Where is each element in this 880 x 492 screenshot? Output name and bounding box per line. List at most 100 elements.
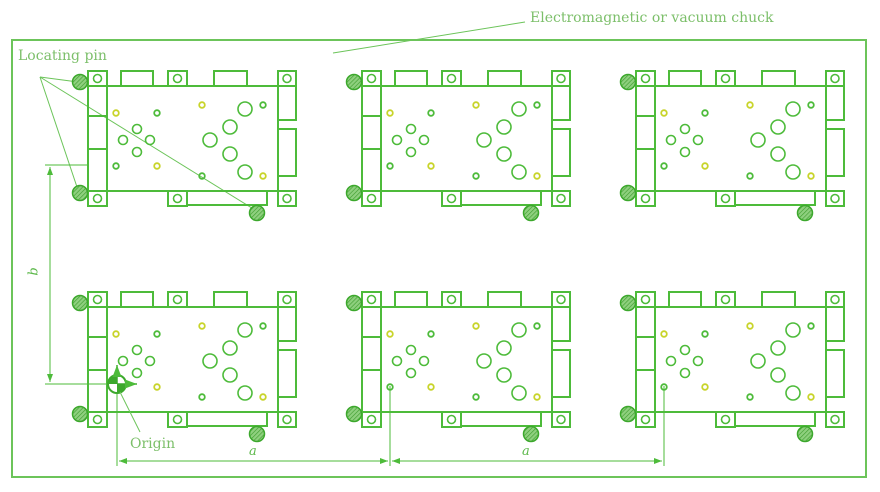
locating-pin-icon <box>345 73 363 91</box>
fixture-outline <box>394 70 428 87</box>
fixture-outline <box>825 128 845 177</box>
clamp-hole <box>446 414 457 425</box>
large-hole <box>496 119 512 135</box>
clamp-hole <box>830 193 840 204</box>
medium-hole <box>665 355 677 367</box>
fixture-outline <box>361 306 382 413</box>
large-hole <box>770 367 786 383</box>
large-hole <box>222 340 238 356</box>
dimension-b-label: b <box>26 267 42 276</box>
fixture-outline <box>277 291 297 308</box>
large-hole <box>496 146 512 162</box>
medium-hole <box>679 123 691 135</box>
large-hole <box>770 146 786 162</box>
locating-pin-icon <box>71 294 89 312</box>
fixture-outline <box>668 70 702 87</box>
large-hole <box>511 322 527 338</box>
clamp-hole <box>172 294 183 305</box>
fixture-outline <box>277 85 297 121</box>
fixture-outline <box>635 411 656 428</box>
fixture-outline <box>361 70 382 87</box>
large-hole <box>222 367 238 383</box>
locating-pin-icon <box>71 405 89 423</box>
small-hole <box>112 330 120 338</box>
small-hole <box>660 109 668 117</box>
small-hole <box>153 162 161 170</box>
fixture-outline <box>87 85 108 192</box>
small-hole <box>807 172 815 180</box>
fixture-outline <box>277 190 297 207</box>
small-hole <box>807 393 815 401</box>
fixture-outline <box>487 70 522 87</box>
fixture-outline <box>106 306 279 413</box>
clamp-hole <box>92 414 103 425</box>
fixture-outline <box>668 291 702 308</box>
fixture-outline <box>380 85 553 192</box>
medium-hole <box>131 146 143 158</box>
clamp-hole <box>640 193 651 204</box>
medium-hole <box>405 367 417 379</box>
chuck-border <box>11 39 867 478</box>
large-hole <box>476 132 492 148</box>
fixture-outline <box>551 291 571 308</box>
fixture-outline <box>361 85 382 192</box>
locating-pin-icon <box>248 425 266 443</box>
fixture-outline <box>87 190 108 207</box>
locating-pin-icon <box>345 294 363 312</box>
fixture-outline <box>654 85 827 192</box>
locating-pin-icon <box>796 204 814 222</box>
large-hole <box>202 353 218 369</box>
small-hole <box>153 383 161 391</box>
fixture-outline <box>213 291 248 308</box>
small-hole <box>198 101 206 109</box>
fixture-outline <box>635 70 656 87</box>
small-hole <box>259 101 267 109</box>
small-hole <box>386 109 394 117</box>
fixture-outline <box>361 190 382 207</box>
locating-pin-icon <box>522 204 540 222</box>
small-hole <box>701 109 709 117</box>
fixture-outline <box>734 411 816 427</box>
small-hole <box>746 393 754 401</box>
small-hole <box>472 393 480 401</box>
small-hole <box>533 393 541 401</box>
small-hole <box>533 172 541 180</box>
clamp-hole <box>446 73 457 84</box>
small-hole <box>198 172 206 180</box>
fixture-outline <box>487 291 522 308</box>
clamp-hole <box>282 294 292 305</box>
medium-hole <box>418 355 430 367</box>
fixture-outline <box>394 291 428 308</box>
locating-pin-icon <box>345 184 363 202</box>
fixture-outline <box>825 70 845 87</box>
locating-pin-label: Locating pin <box>18 48 107 64</box>
workpiece-fixture-2 <box>345 70 571 222</box>
small-hole <box>198 393 206 401</box>
fixture-outline <box>120 70 154 87</box>
fixture-outline <box>277 128 297 177</box>
clamp-hole <box>282 414 292 425</box>
small-hole <box>153 109 161 117</box>
fixture-outline <box>186 190 268 206</box>
fixture-outline <box>715 291 736 308</box>
fixture-outline <box>441 190 462 207</box>
small-hole <box>472 172 480 180</box>
workpiece-fixture-6 <box>619 291 845 443</box>
small-hole <box>701 330 709 338</box>
medium-hole <box>679 146 691 158</box>
small-hole <box>807 101 815 109</box>
fixture-outline <box>635 306 656 413</box>
fixture-outline <box>734 190 816 206</box>
fixture-outline <box>167 190 188 207</box>
clamp-hole <box>172 193 183 204</box>
fixture-outline <box>551 349 571 398</box>
clamp-hole <box>92 294 103 305</box>
large-hole <box>222 146 238 162</box>
fixture-outline <box>87 306 108 413</box>
fixture-outline <box>635 190 656 207</box>
dimension-a-label-2: a <box>522 444 530 459</box>
medium-hole <box>131 344 143 356</box>
origin-marker <box>107 365 141 433</box>
fixture-outline <box>277 306 297 342</box>
dimension-a-label-1: a <box>249 444 257 459</box>
